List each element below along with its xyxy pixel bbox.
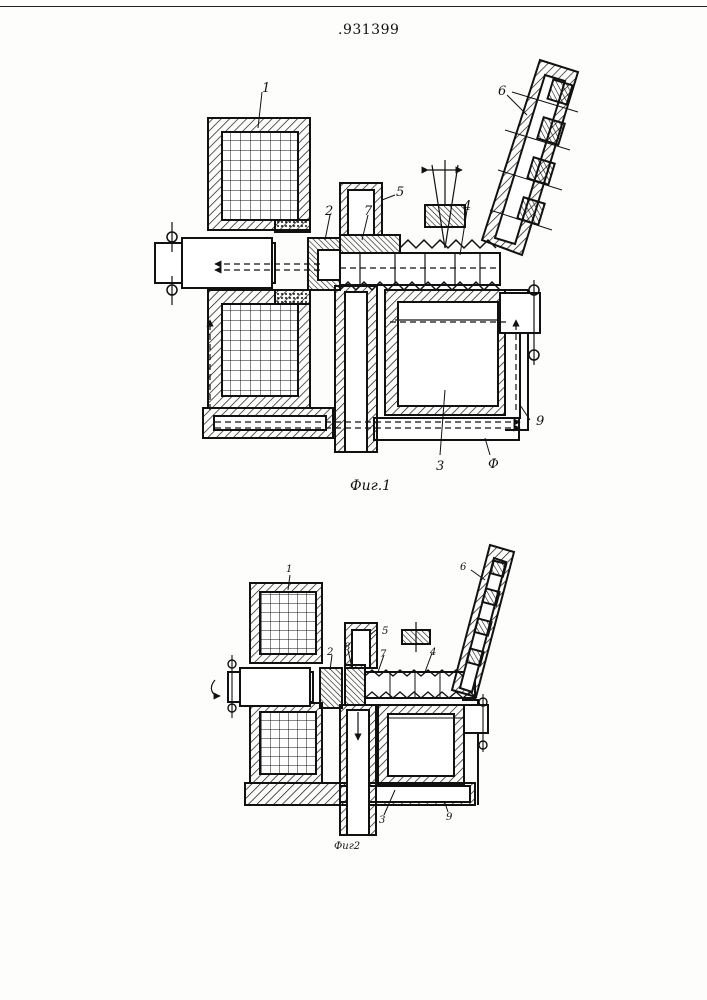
fig2-label-6: 6	[460, 562, 467, 573]
fig2-feed-tube-5	[340, 623, 377, 835]
fig1-box-3	[385, 290, 512, 415]
figure-1	[155, 60, 578, 455]
fig1-label-phi: Ф	[488, 457, 499, 472]
fig1-label-3: 3	[436, 459, 444, 474]
fig2-lower-coil	[250, 703, 322, 783]
fig1-label-7: 7	[364, 204, 373, 219]
fig2-box-3	[378, 705, 468, 785]
fig2-electrode-2	[320, 668, 342, 708]
fig2-caption: Фиг2	[334, 841, 360, 852]
fig1-label-6: 6	[498, 84, 506, 99]
fig1-label-4: 4	[462, 199, 471, 214]
fig2-label-1: 1	[286, 564, 292, 575]
fig1-feed-tube-5	[335, 183, 382, 452]
fig2-label-7: 7	[380, 649, 387, 660]
fig2-label-9: 9	[446, 812, 453, 823]
fig1-caption: Фиг.1	[350, 478, 391, 494]
fig1-label-5: 5	[396, 185, 404, 200]
fig2-part-8	[345, 665, 365, 705]
fig2-upper-coil	[250, 583, 322, 663]
fig2-cutter	[402, 622, 430, 652]
fig1-label-2: 2	[324, 204, 333, 219]
fig2-label-5: 5	[382, 626, 388, 637]
fig2-label-4: 4	[429, 647, 436, 658]
fig2-label-2: 2	[326, 647, 333, 658]
fig1-label-9: 9	[536, 414, 544, 429]
fig1-upper-coil	[208, 118, 310, 232]
fig2-label-8: 8	[344, 642, 350, 653]
fig1-part-7	[340, 235, 400, 253]
figure-2	[211, 545, 514, 835]
fig1-lower-coil	[208, 290, 310, 408]
fig1-cutter	[425, 160, 465, 248]
fig2-right-shaft	[464, 694, 488, 752]
fig1-label-1: 1	[262, 81, 270, 96]
fig1-electrode-2	[308, 238, 340, 290]
fig2-label-3: 3	[379, 815, 385, 826]
fig1-chute-6	[482, 60, 578, 255]
